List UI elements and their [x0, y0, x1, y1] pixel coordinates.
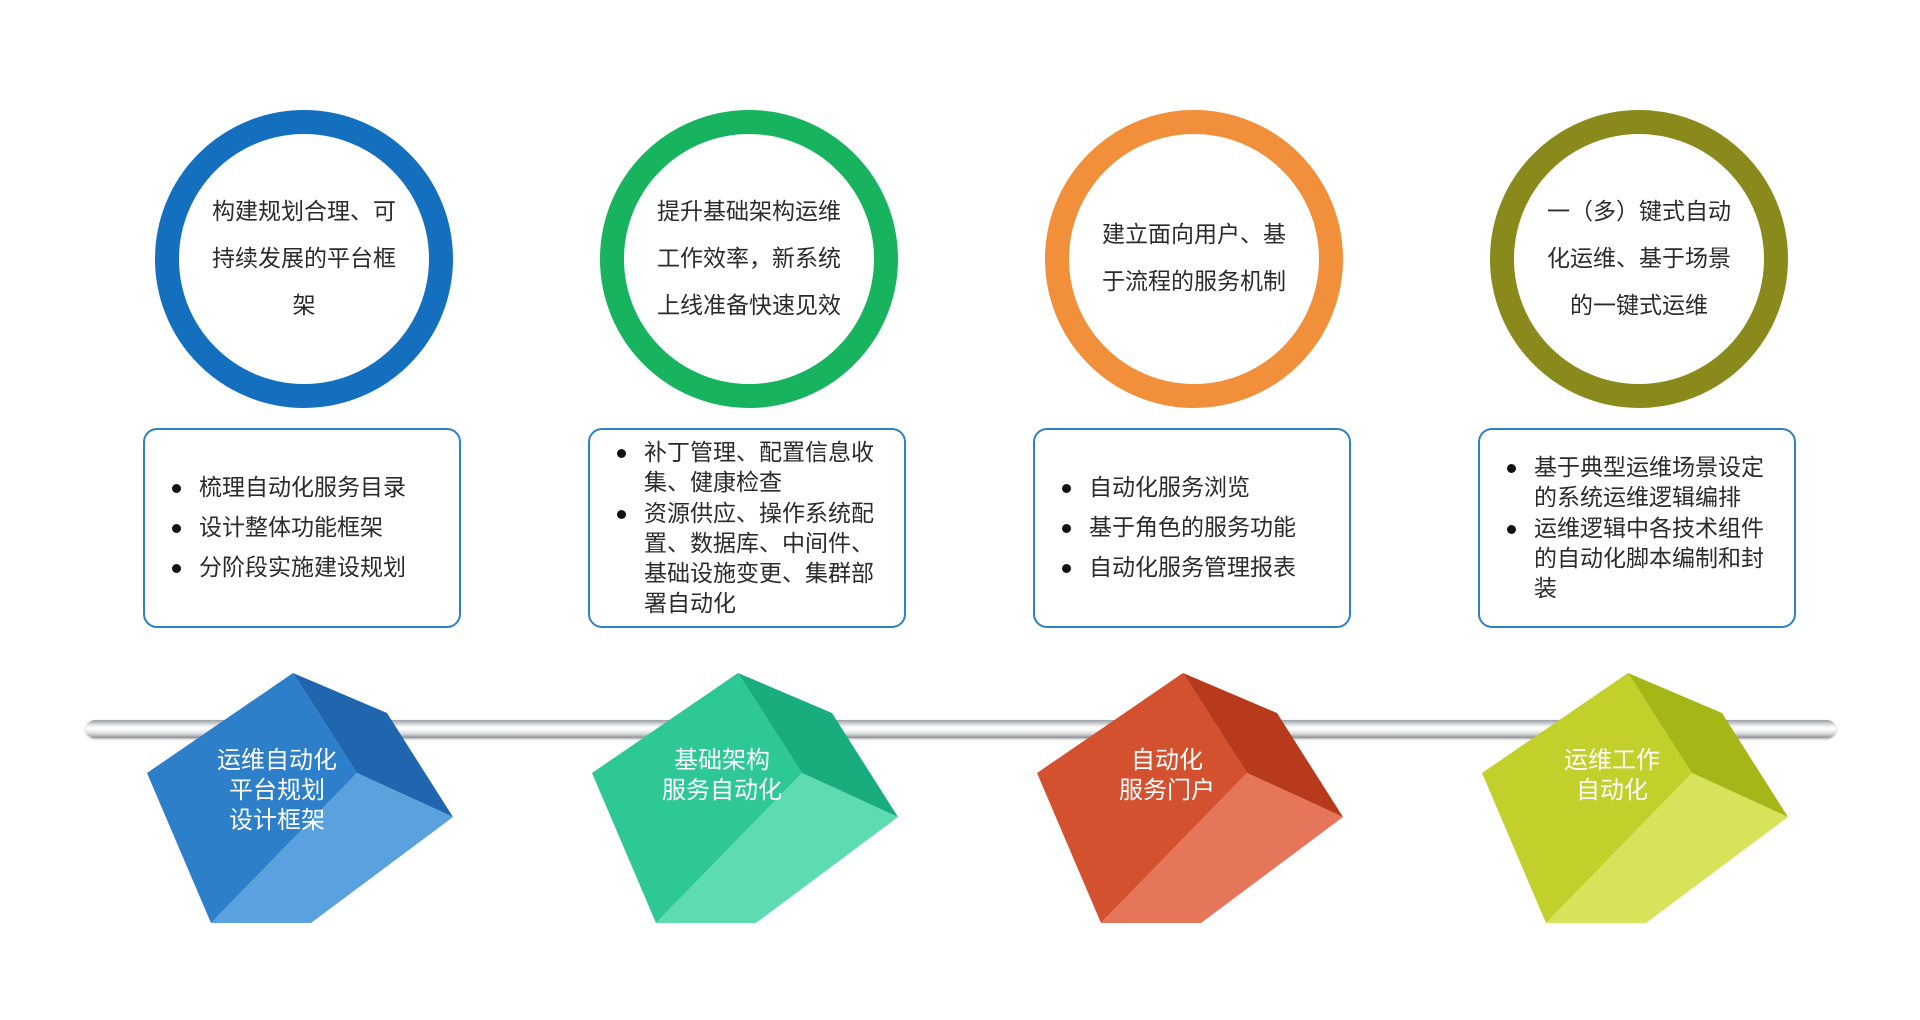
stage-4-cube-shape [1482, 673, 1788, 923]
stage-2-cube-label: 基础架构 服务自动化 [662, 746, 782, 804]
stage-3-point: 自动化服务管理报表 [1053, 552, 1335, 584]
stage-1-cube-shape [147, 673, 453, 923]
stage-4-goal-ring: 一（多）键式自动化运维、基于场景的一键式运维 [1490, 110, 1788, 408]
stage-3-cube-label: 自动化 服务门户 [1119, 746, 1215, 804]
stage-3-point: 自动化服务浏览 [1053, 472, 1335, 504]
stage-1-point: 分阶段实施建设规划 [163, 552, 445, 584]
timeline-rod [86, 720, 1836, 738]
stage-3-point: 基于角色的服务功能 [1053, 512, 1335, 544]
stage-3-points-box: 自动化服务浏览 基于角色的服务功能 自动化服务管理报表 [1033, 428, 1351, 628]
stage-1-cube: 运维自动化 平台规划 设计框架 [147, 663, 467, 923]
stage-1-goal-ring: 构建规划合理、可持续发展的平台框架 [155, 110, 453, 408]
stage-3-cube-shape [1037, 673, 1343, 923]
stage-1-goal-text: 构建规划合理、可持续发展的平台框架 [212, 198, 396, 319]
stage-4-goal-text: 一（多）键式自动化运维、基于场景的一键式运维 [1547, 198, 1731, 319]
stage-3-cube: 自动化 服务门户 [1037, 663, 1357, 923]
stage-2-cube: 基础架构 服务自动化 [592, 663, 912, 923]
stage-1-point: 设计整体功能框架 [163, 512, 445, 544]
stage-4-cube-label: 运维工作 自动化 [1564, 746, 1660, 804]
stage-1-cube-label: 运维自动化 平台规划 设计框架 [217, 746, 337, 834]
stage-2-goal-ring: 提升基础架构运维工作效率，新系统上线准备快速见效 [600, 110, 898, 408]
stage-4-point: 基于典型运维场景设定的系统运维逻辑编排 [1498, 453, 1780, 513]
stage-3-goal-text: 建立面向用户、基于流程的服务机制 [1102, 222, 1286, 295]
stage-2-point: 资源供应、操作系统配置、数据库、中间件、基础设施变更、集群部署自动化 [608, 499, 890, 619]
stage-1-point: 梳理自动化服务目录 [163, 472, 445, 504]
stage-3-goal-ring: 建立面向用户、基于流程的服务机制 [1045, 110, 1343, 408]
stage-2-point: 补丁管理、配置信息收集、健康检查 [608, 438, 890, 498]
stage-4-points-box: 基于典型运维场景设定的系统运维逻辑编排 运维逻辑中各技术组件的自动化脚本编制和封… [1478, 428, 1796, 628]
stage-2-points-box: 补丁管理、配置信息收集、健康检查 资源供应、操作系统配置、数据库、中间件、基础设… [588, 428, 906, 628]
stage-4-cube: 运维工作 自动化 [1482, 663, 1802, 923]
stage-2-goal-text: 提升基础架构运维工作效率，新系统上线准备快速见效 [657, 198, 841, 319]
stage-1-points-box: 梳理自动化服务目录 设计整体功能框架 分阶段实施建设规划 [143, 428, 461, 628]
stage-4-point: 运维逻辑中各技术组件的自动化脚本编制和封装 [1498, 514, 1780, 604]
stage-2-cube-shape [592, 673, 898, 923]
